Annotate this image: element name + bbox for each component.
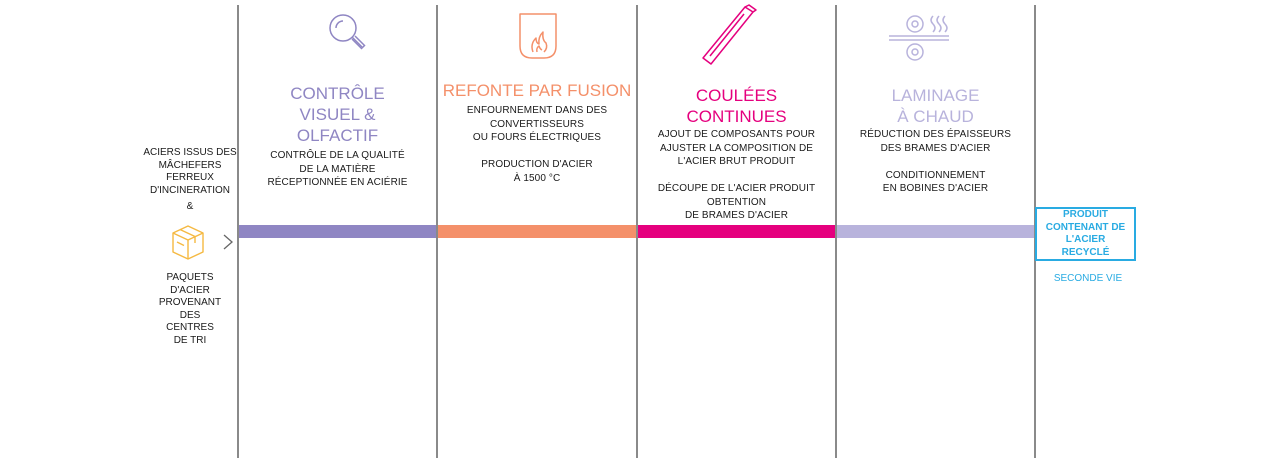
step-text-coulees: Ajout de composants pour ajuster la comp…: [657, 129, 816, 221]
step-title-refonte: REFONTE PAR FUSION: [442, 81, 632, 100]
step-bar-laminage: [837, 225, 1034, 238]
step-bar-coulees: [638, 225, 835, 238]
step-title-laminage: LAMINAGE À CHAUD: [891, 86, 980, 126]
rolling-mill-icon: [887, 10, 953, 71]
column-divider-1: [237, 5, 239, 458]
step-text-laminage: Réduction des épaisseurs des brames d'ac…: [859, 129, 1012, 194]
column-divider-2: [436, 5, 438, 458]
steel-bar-icon: [700, 4, 758, 73]
column-divider-3: [636, 5, 638, 458]
furnace-flame-icon: [517, 12, 559, 65]
source-ampersand: &: [186, 201, 194, 212]
second-life-label: Seconde vie: [1053, 273, 1123, 284]
step-text-refonte: Enfournement dans des convertisseurs ou …: [466, 105, 608, 184]
product-box: Produit contenant de l'acier recyclé: [1035, 207, 1136, 261]
chevron-right-icon: [222, 233, 234, 256]
step-text-controle: Contrôle de la qualité de la matière réc…: [267, 150, 408, 188]
source-bottom-text: Paquets d'acier provenant des centres de…: [158, 272, 222, 346]
box-icon: [170, 223, 206, 266]
step-bar-refonte: [438, 225, 636, 238]
step-bar-controle: [239, 225, 436, 238]
source-top-text: Aciers issus des mâchefers ferreux d'inc…: [143, 147, 237, 196]
magnifier-icon: [324, 10, 372, 61]
step-title-coulees: COULÉES CONTINUES: [686, 86, 787, 126]
step-title-controle: CONTRÔLE VISUEL & OLFACTIF: [290, 84, 385, 145]
product-label: Produit contenant de l'acier recyclé: [1045, 209, 1126, 258]
column-divider-4: [835, 5, 837, 458]
